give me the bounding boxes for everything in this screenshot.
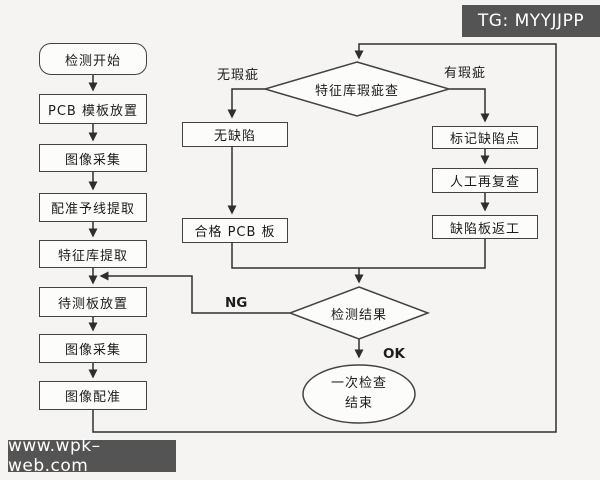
terminator-end-line2: 结束 — [344, 396, 373, 411]
edge-label-no-flaw: 无瑕疵 — [217, 68, 260, 83]
connector-qualified-to-merge — [231, 243, 359, 269]
node-image-capture-2: 图像采集 — [39, 334, 147, 363]
connector-rework-to-merge — [359, 239, 486, 269]
node-start: 检测开始 — [39, 43, 147, 75]
terminator-end-line1: 一次检查 — [330, 376, 387, 391]
watermark-top-right: TG: MYYJJPP — [462, 5, 600, 37]
node-no-defect: 无缺陷 — [182, 122, 288, 147]
decision-flaw-check-label: 特征库瑕疵查 — [314, 83, 399, 99]
edge-label-ng: NG — [225, 295, 248, 311]
edge-label-ok: OK — [383, 346, 405, 362]
connector-flawcheck-to-mark — [449, 88, 490, 123]
node-image-capture-1: 图像采集 — [39, 144, 147, 172]
node-test-board-place: 待测板放置 — [39, 287, 147, 317]
node-defect-rework: 缺陷板返工 — [432, 215, 538, 239]
node-manual-recheck: 人工再复查 — [432, 168, 538, 193]
node-feature-lib-extract: 特征库提取 — [39, 240, 147, 268]
node-image-registration: 图像配准 — [39, 381, 147, 410]
connector-loop-registration-to-flawcheck — [92, 43, 557, 433]
connector-ng-feedback — [99, 271, 290, 314]
node-pcb-template-place: PCB 模板放置 — [39, 94, 147, 124]
node-registration-line-extract: 配准予线提取 — [39, 193, 147, 222]
connector-flawcheck-to-nodefect — [227, 88, 265, 119]
decision-flaw-check-shape — [262, 61, 452, 117]
terminator-end-shape — [302, 364, 416, 424]
watermark-bottom-left: www.wpk–web.com — [8, 436, 176, 476]
terminator-end-label: 一次检查 结束 — [303, 372, 415, 416]
node-qualified-pcb: 合格 PCB 板 — [182, 218, 288, 243]
edge-label-has-flaw: 有瑕疵 — [444, 66, 487, 81]
decision-result-shape — [287, 286, 431, 340]
node-mark-defect: 标记缺陷点 — [432, 126, 538, 149]
decision-result-label: 检测结果 — [330, 307, 387, 323]
